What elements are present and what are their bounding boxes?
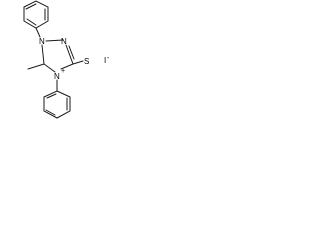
bottom-phenyl-double-bond-3	[46, 93, 57, 99]
charge-label-n4: +	[61, 68, 65, 75]
top-phenyl-double-bond-1	[25, 3, 37, 10]
molecule-structure: N N N + S I -	[23, 0, 110, 119]
bottom-phenyl-ring	[43, 90, 71, 119]
top-phenyl-hexagon	[23, 0, 49, 29]
top-phenyl-ring	[23, 0, 49, 29]
charge-label-iodine: -	[107, 55, 110, 62]
bottom-phenyl-double-bond-2	[45, 109, 56, 116]
atom-label-n2: N	[61, 37, 67, 46]
atom-label-sulfur: S	[84, 57, 89, 66]
bond-c3-n4	[60, 63, 74, 70]
bond-n1-n2	[45, 39, 64, 42]
bottom-phenyl-hexagon	[43, 90, 71, 119]
top-phenyl-double-bond-3	[26, 18, 37, 26]
bond-n4-c5	[43, 63, 56, 73]
triazolium-ring	[41, 39, 75, 73]
atom-label-iodine: I	[104, 56, 106, 65]
atom-label-n4: N	[54, 72, 60, 81]
bond-c3-sulfur	[72, 60, 84, 65]
bond-n2-c3-inner	[68, 45, 75, 60]
bond-phenyl-n1	[35, 27, 41, 38]
bond-c5-methyl	[27, 63, 45, 70]
bond-n2-c3	[65, 44, 74, 65]
atom-label-n1: N	[39, 37, 45, 46]
bond-c5-n1	[41, 44, 45, 65]
